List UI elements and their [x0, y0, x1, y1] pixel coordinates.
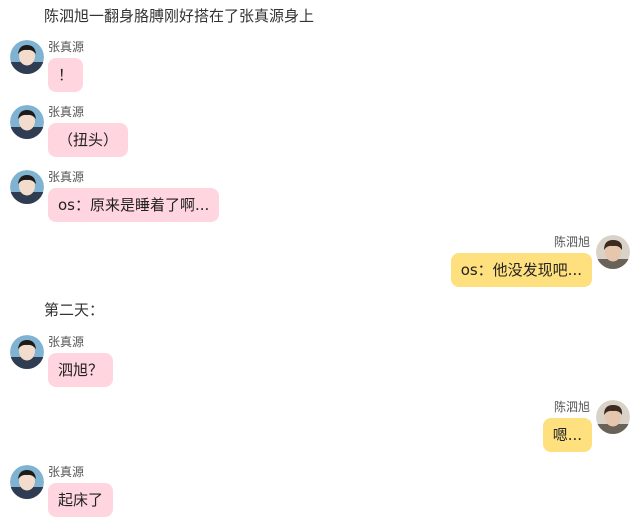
message-bubble: 起床了	[48, 483, 114, 517]
message-bubble: os：原来是睡着了啊...	[48, 188, 220, 222]
avatar-zhang[interactable]	[10, 40, 44, 74]
message-bubble: os：他没发现吧...	[450, 253, 592, 287]
avatar-chen[interactable]	[596, 400, 630, 434]
sender-name: 张真源	[48, 40, 85, 54]
avatar-zhang[interactable]	[10, 170, 44, 204]
narration-text: 陈泗旭一翻身胳膊刚好搭在了张真源身上	[44, 7, 315, 25]
message-bubble: 泗旭？	[48, 353, 114, 387]
sender-name: 张真源	[48, 170, 85, 184]
message-bubble: 嗯...	[542, 418, 592, 452]
avatar-chen[interactable]	[596, 235, 630, 269]
avatar-zhang[interactable]	[10, 335, 44, 369]
sender-name: 陈泗旭	[553, 400, 590, 414]
sender-name: 张真源	[48, 335, 85, 349]
sender-name: 张真源	[48, 465, 85, 479]
avatar-zhang[interactable]	[10, 465, 44, 499]
sender-name: 张真源	[48, 105, 85, 119]
avatar-zhang[interactable]	[10, 105, 44, 139]
sender-name: 陈泗旭	[553, 235, 590, 249]
narration-text: 第二天：	[44, 301, 105, 319]
message-bubble: （扭头）	[48, 123, 129, 157]
message-bubble: ！	[48, 58, 84, 92]
